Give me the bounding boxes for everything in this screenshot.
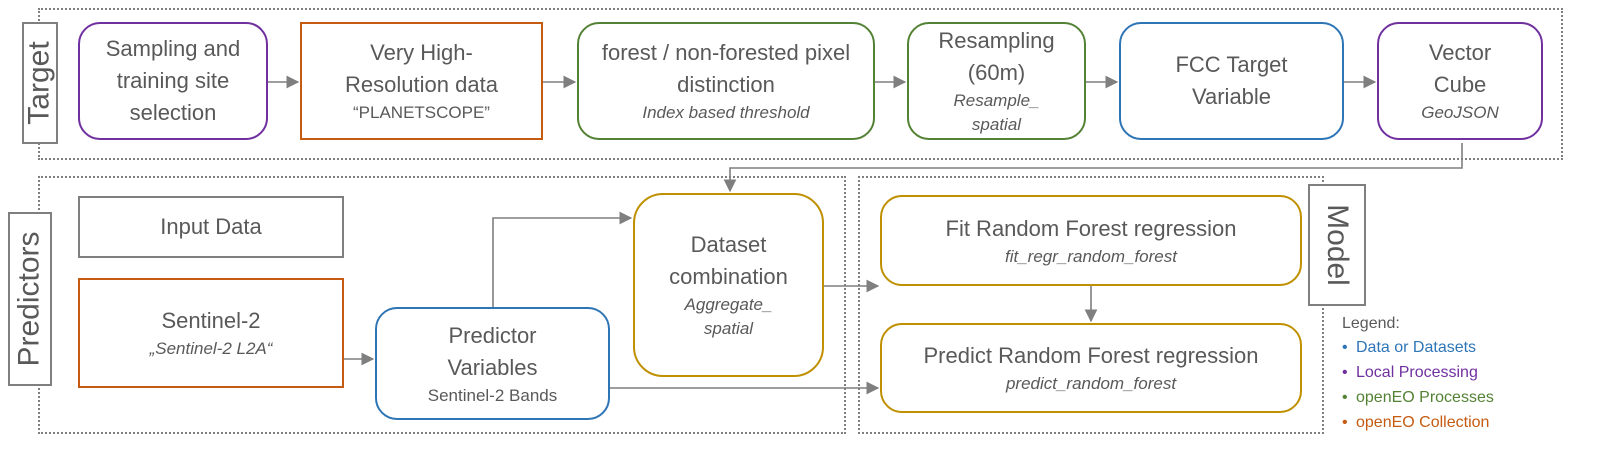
fcc-target-variable-node: FCC Target Variable bbox=[1119, 22, 1344, 140]
legend-bullet-icon: • bbox=[1342, 339, 1348, 356]
arrow-predictor-to-dataset bbox=[492, 211, 633, 307]
arrow-vector-to-dataset bbox=[723, 143, 1463, 193]
legend-item: • openEO Processes bbox=[1342, 385, 1592, 410]
node-title: Predictor Variables bbox=[447, 322, 538, 380]
node-title: forest / non-forested pixel distinction bbox=[601, 40, 851, 97]
node-title: Very High-Resolution data bbox=[345, 40, 498, 97]
node-subtitle: GeoJSON bbox=[1421, 103, 1499, 122]
node-title: Vector Cube bbox=[1428, 40, 1492, 97]
legend-item-label: openEO Processes bbox=[1356, 389, 1494, 406]
node-title: Resampling (60m) bbox=[938, 28, 1055, 85]
legend-title: Legend: bbox=[1342, 315, 1400, 332]
predictors-section-label: Predictors bbox=[8, 212, 52, 386]
legend-item: • Local Processing bbox=[1342, 360, 1592, 385]
node-subtitle: „Sentinel-2 L2A“ bbox=[149, 339, 273, 358]
legend-bullet-icon: • bbox=[1342, 389, 1348, 406]
node-title: Sentinel-2 bbox=[161, 308, 261, 333]
legend-item: • Data or Datasets bbox=[1342, 335, 1592, 360]
legend-bullet-icon: • bbox=[1342, 414, 1348, 431]
node-subtitle: Resample_ spatial bbox=[953, 91, 1040, 134]
predictor-variables-node: Predictor Variables Sentinel-2 Bands bbox=[375, 307, 610, 420]
legend-item-label: openEO Collection bbox=[1356, 414, 1490, 431]
node-subtitle: “PLANETSCOPE” bbox=[353, 103, 490, 122]
node-title: Sampling and training site selection bbox=[105, 36, 241, 125]
sentinel2-node: Sentinel-2 „Sentinel-2 L2A“ bbox=[78, 278, 344, 388]
node-subtitle: predict_random_forest bbox=[1005, 374, 1177, 393]
node-title: Predict Random Forest regression bbox=[923, 343, 1259, 368]
predict-random-forest-node: Predict Random Forest regression predict… bbox=[880, 323, 1302, 413]
legend-item-label: Local Processing bbox=[1356, 364, 1478, 381]
node-title: FCC Target Variable bbox=[1175, 52, 1288, 109]
node-subtitle: Index based threshold bbox=[642, 103, 810, 122]
model-section-label: Model bbox=[1308, 184, 1366, 306]
legend-item: • openEO Collection bbox=[1342, 410, 1592, 435]
dataset-combination-node: Dataset combination Aggregate_ spatial bbox=[633, 193, 824, 377]
legend: Legend: • Data or Datasets • Local Processi… bbox=[1342, 315, 1592, 435]
target-section-label: Target bbox=[22, 22, 58, 144]
forest-distinction-node: forest / non-forested pixel distinction … bbox=[577, 22, 875, 140]
vector-cube-node: Vector Cube GeoJSON bbox=[1377, 22, 1543, 140]
legend-item-label: Data or Datasets bbox=[1356, 339, 1477, 356]
legend-items: • Data or Datasets • Local Processing • openE… bbox=[1342, 335, 1592, 435]
node-subtitle: Aggregate_ spatial bbox=[684, 295, 773, 338]
vhr-data-node: Very High-Resolution data “PLANETSCOPE” bbox=[300, 22, 543, 140]
fit-random-forest-node: Fit Random Forest regression fit_regr_ra… bbox=[880, 195, 1302, 286]
input-data-node: Input Data bbox=[78, 196, 344, 258]
node-subtitle: fit_regr_random_forest bbox=[1005, 246, 1177, 266]
node-title: Fit Random Forest regression bbox=[945, 215, 1237, 241]
node-title: Input Data bbox=[160, 214, 262, 239]
sampling-site-selection-node: Sampling and training site selection bbox=[78, 22, 268, 140]
legend-bullet-icon: • bbox=[1342, 364, 1348, 381]
node-subtitle: Sentinel-2 Bands bbox=[427, 385, 558, 405]
resampling-node: Resampling (60m) Resample_ spatial bbox=[907, 22, 1086, 140]
node-title: Dataset combination bbox=[669, 232, 788, 289]
